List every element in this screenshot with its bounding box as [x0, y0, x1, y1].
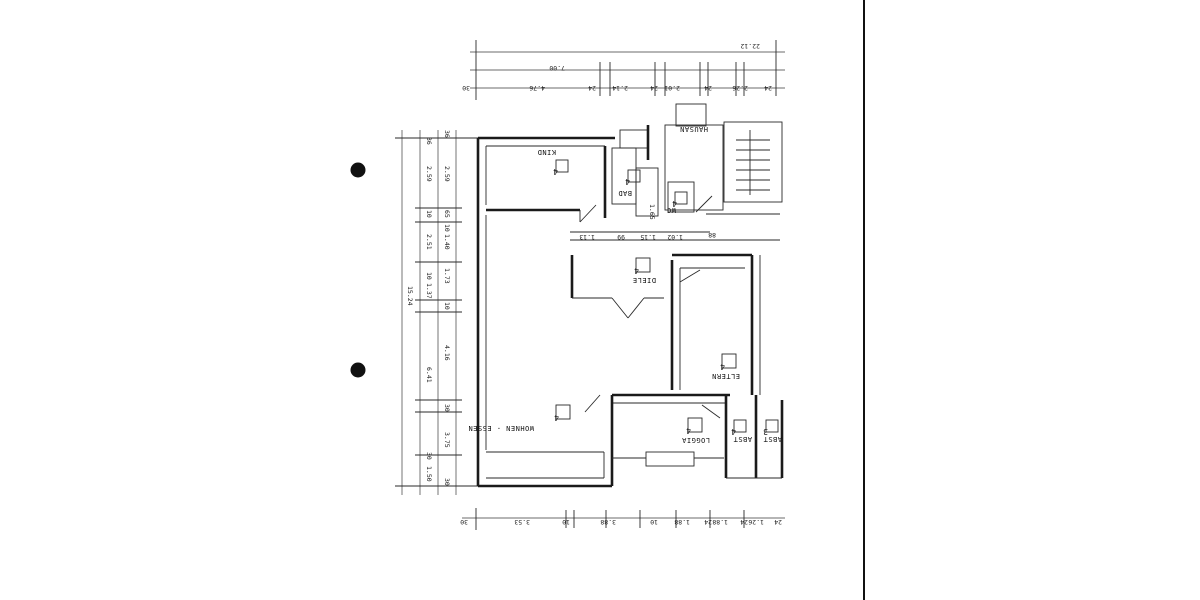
room-number-box-bad	[627, 169, 641, 183]
dim-left-a1: 36	[425, 137, 433, 145]
room-number-bad: 4	[625, 177, 630, 186]
dim-left-a4: 2.51	[425, 234, 433, 250]
dim-top-6: 2.01	[664, 84, 680, 92]
dim-left-total: 15.24	[406, 286, 414, 306]
dim-left-b2: 2.59	[443, 166, 451, 182]
dim-left-a9: 1.50	[425, 466, 433, 482]
dim-bottom-2: 3.53	[514, 518, 530, 526]
dim-top-mid: 7.00	[549, 64, 565, 72]
dim-left-b7: 10	[443, 302, 451, 310]
punch-hole-top	[350, 162, 366, 178]
dim-bottom-10: 1.26	[748, 518, 764, 526]
walls	[476, 103, 784, 488]
room-label-bad: BAD	[618, 189, 632, 197]
dim-top-7: 24	[704, 84, 712, 92]
room-number-box-abst2	[765, 419, 779, 433]
room-number-abst2: 3	[763, 427, 768, 436]
room-number-eltern: 4	[720, 362, 725, 371]
dim-left-b3: 65	[443, 210, 451, 218]
dim-bottom-6: 1.88	[674, 518, 690, 526]
dim-left-b11: 30	[443, 478, 451, 486]
room-number-box-wohnen	[555, 404, 571, 420]
room-number-box-wc	[674, 191, 688, 205]
top-dimensions: 22.12 7.00 30 4.76 24 2.14 24 2.01 24 2.…	[462, 40, 785, 100]
dim-left-b5: 1.40	[443, 234, 451, 250]
room-label-abst2: ABST	[763, 435, 782, 443]
inner-dimensions: 1.13 99 1.15 1.02 88 1.65	[579, 204, 716, 241]
dim-top-4: 2.14	[612, 84, 628, 92]
room-number-box-diele	[635, 257, 651, 273]
dim-left-a7: 6.41	[425, 367, 433, 383]
room-labels: KIND 4 BAD 4 WC 4 HAUSAN 4 DIELE 4 ELTER…	[468, 125, 782, 444]
dim-bottom-9: 24	[740, 518, 748, 526]
dim-left-b8: 4.16	[443, 345, 451, 361]
room-number-abst1: 4	[731, 427, 736, 436]
dim-bottom-1: 30	[460, 518, 468, 526]
dim-left-b9: 30	[443, 404, 451, 412]
room-number-diele: 4	[634, 266, 639, 275]
room-label-loggia: LOGGIA	[681, 436, 710, 444]
dim-left-a3: 10	[425, 210, 433, 218]
dim-bottom-4: 3.88	[600, 518, 616, 526]
dim-left-b4: 10	[443, 224, 451, 232]
left-dimensions: 36 2.59 10 2.51 10 1.37 6.41 30 1.50 15.…	[395, 130, 478, 495]
dim-bottom-11: 24	[774, 518, 782, 526]
dim-left-a8: 30	[425, 452, 433, 460]
room-number-box-eltern	[721, 353, 737, 369]
dim-inner-5: 88	[708, 231, 716, 239]
punch-hole-bottom	[350, 362, 366, 378]
dim-top-2: 4.76	[529, 84, 545, 92]
dim-bottom-5: 10	[650, 518, 658, 526]
dim-inner-3: 1.15	[640, 233, 656, 241]
dim-inner-6: 1.65	[648, 204, 656, 220]
dim-top-5: 24	[650, 84, 658, 92]
room-number-loggia: 4	[686, 426, 691, 435]
dim-left-a6: 1.37	[425, 283, 433, 299]
room-number-box-loggia	[687, 417, 703, 433]
dim-inner-4: 1.02	[667, 233, 683, 241]
dim-top-1: 30	[462, 84, 470, 92]
room-number-wohnen: 4	[554, 413, 559, 422]
room-label-wohnen: WOHNEN - ESSEN	[468, 424, 534, 432]
room-label-kind: KIND	[537, 148, 556, 156]
room-label-abst1: ABST	[733, 435, 752, 443]
room-number-kind: 4	[553, 167, 558, 176]
room-label-hausan: HAUSAN	[680, 125, 708, 133]
room-label-eltern: ELTERN	[712, 372, 740, 380]
room-number-box-abst1	[733, 419, 747, 433]
dim-left-a2: 2.59	[425, 166, 433, 182]
dim-left-b1: 36	[443, 130, 451, 138]
dim-left-a5: 10	[425, 272, 433, 280]
dim-bottom-3: 10	[562, 518, 570, 526]
dim-bottom-8: 1.88	[712, 518, 728, 526]
room-label-diele: DIELE	[632, 276, 656, 284]
dim-inner-2: 99	[617, 233, 625, 241]
dim-top-3: 24	[588, 84, 596, 92]
room-number-box-kind	[555, 159, 569, 173]
dim-left-b6: 1.73	[443, 268, 451, 284]
dim-bottom-7: 24	[704, 518, 712, 526]
dim-top-9: 24	[764, 84, 772, 92]
dim-top-total: 22.12	[740, 42, 760, 50]
dim-left-b10: 3.75	[443, 432, 451, 448]
bottom-dimensions: 30 3.53 10 3.88 10 1.88 24 1.88 24 1.26 …	[460, 508, 785, 530]
dim-inner-1: 1.13	[579, 233, 595, 241]
room-label-wc: WC	[667, 206, 676, 214]
room-number-wc: 4	[672, 199, 677, 208]
dim-top-8: 2.26	[732, 84, 748, 92]
